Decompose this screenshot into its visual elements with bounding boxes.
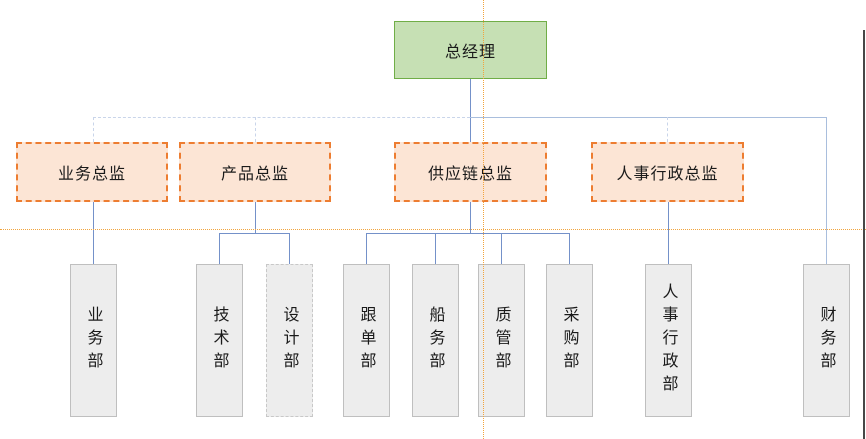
org-box-tech-dept[interactable]: 技术部 xyxy=(196,264,243,417)
connector-root-stem xyxy=(470,79,471,142)
vertical-alignment-guideline xyxy=(483,0,484,439)
org-box-shipping-dept[interactable]: 船务部 xyxy=(412,264,459,417)
org-box-general-manager[interactable]: 总经理 xyxy=(394,21,547,79)
connector-drop-business-director xyxy=(93,117,94,142)
connector-drop-quality-dept xyxy=(501,233,502,264)
connector-supply-chain-stem xyxy=(470,202,471,233)
connector-business-director-stem xyxy=(93,202,94,264)
org-box-supply-chain-director[interactable]: 供应链总监 xyxy=(394,142,547,202)
quality-dept-label: 质管部 xyxy=(492,306,512,375)
purchasing-dept-label: 采购部 xyxy=(560,306,580,375)
connector-product-branch xyxy=(219,233,290,234)
business-dept-label: 业务部 xyxy=(84,306,104,375)
org-box-design-dept[interactable]: 设计部 xyxy=(266,264,313,417)
connector-product-director-stem xyxy=(255,202,256,233)
connector-drop-hr-admin-director xyxy=(667,117,668,142)
business-director-label: 业务总监 xyxy=(57,164,126,183)
tech-dept-label: 技术部 xyxy=(210,306,230,375)
connector-drop-tech-dept xyxy=(219,233,220,264)
window-edge-line xyxy=(863,30,865,439)
finance-dept-label: 财务部 xyxy=(817,306,837,375)
connector-drop-product-director xyxy=(255,117,256,142)
connector-bus-dashed xyxy=(93,117,470,118)
hr-admin-dept-label: 人事行政部 xyxy=(659,283,679,398)
design-dept-label: 设计部 xyxy=(280,306,300,375)
connector-drop-finance-dept xyxy=(826,117,827,264)
org-box-purchasing-dept[interactable]: 采购部 xyxy=(546,264,593,417)
hr-admin-director-label: 人事行政总监 xyxy=(616,164,719,183)
org-box-merchandising-dept[interactable]: 跟单部 xyxy=(343,264,390,417)
connector-drop-purchasing-dept xyxy=(569,233,570,264)
connector-supply-chain-branch xyxy=(366,233,569,234)
connector-bus-solid xyxy=(470,117,827,118)
shipping-dept-label: 船务部 xyxy=(426,306,446,375)
connector-drop-design-dept xyxy=(289,233,290,264)
merchandising-dept-label: 跟单部 xyxy=(357,306,377,375)
org-box-hr-admin-dept[interactable]: 人事行政部 xyxy=(645,264,692,417)
org-box-quality-dept[interactable]: 质管部 xyxy=(478,264,525,417)
org-box-product-director[interactable]: 产品总监 xyxy=(179,142,331,202)
org-box-business-dept[interactable]: 业务部 xyxy=(70,264,117,417)
supply-chain-director-label: 供应链总监 xyxy=(427,164,513,183)
connector-drop-shipping-dept xyxy=(435,233,436,264)
general-manager-label: 总经理 xyxy=(444,42,496,61)
product-director-label: 产品总监 xyxy=(220,164,289,183)
org-box-business-director[interactable]: 业务总监 xyxy=(16,142,168,202)
org-box-hr-admin-director[interactable]: 人事行政总监 xyxy=(591,142,744,202)
connector-hr-admin-director-stem xyxy=(668,202,669,264)
org-box-finance-dept[interactable]: 财务部 xyxy=(803,264,850,417)
horizontal-alignment-guideline xyxy=(0,229,866,230)
connector-drop-merchandising-dept xyxy=(366,233,367,264)
